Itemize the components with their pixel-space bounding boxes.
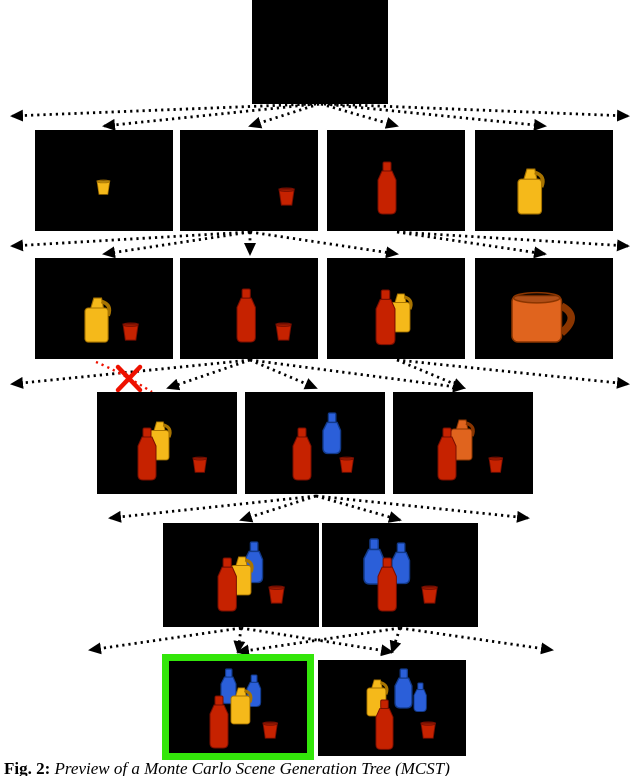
red-cup-icon — [420, 721, 436, 739]
scene-node — [180, 130, 318, 231]
tree-edge — [396, 358, 630, 389]
tree-edge — [315, 494, 530, 523]
red-cup-icon — [192, 456, 208, 473]
tree-edge — [10, 230, 251, 252]
tree-edge — [399, 626, 554, 655]
tree-level-1 — [35, 130, 613, 231]
tree-edge — [102, 102, 317, 131]
pruned-edge — [95, 360, 153, 394]
tree-level-4 — [163, 523, 478, 627]
tree-level-5 — [162, 654, 466, 760]
tree-edge — [166, 358, 251, 391]
tree-level-3 — [97, 392, 533, 494]
pruned-x-icon — [115, 364, 143, 393]
scene-node — [245, 392, 385, 494]
tree-edge — [396, 358, 466, 390]
tree-edge — [102, 230, 251, 259]
figure-caption-label: Fig. 2: — [4, 759, 51, 776]
tree-edge — [236, 626, 401, 657]
tree-edge — [10, 358, 251, 389]
tree-edge — [239, 494, 317, 523]
red-cup-icon — [268, 585, 285, 604]
tree-edge — [249, 230, 399, 259]
tree-edge — [320, 102, 399, 129]
red-cup-icon — [278, 187, 295, 206]
red-cup-icon — [275, 322, 292, 341]
tree-edge — [233, 627, 246, 654]
tree-edge — [389, 627, 402, 654]
root-scene-node — [252, 0, 388, 104]
tree-edge — [315, 494, 402, 523]
tree-edge — [10, 102, 313, 122]
red-cup-icon — [339, 456, 355, 473]
tree-edge — [396, 230, 630, 252]
tree-edge — [240, 626, 394, 657]
red-cup-icon — [122, 322, 139, 341]
red-cup-icon — [262, 721, 278, 739]
tree-edges — [10, 102, 630, 657]
tree-edge — [249, 358, 318, 390]
figure-caption-text: Preview of a Monte Carlo Scene Generatio… — [50, 759, 450, 776]
tree-level-2 — [35, 258, 613, 359]
pruned-branch — [95, 360, 153, 394]
figure-caption: Fig. 2: Preview of a Monte Carlo Scene G… — [0, 759, 640, 776]
red-cup-icon — [421, 585, 438, 604]
tree-edge — [327, 102, 630, 122]
red-cup-icon — [488, 456, 504, 473]
tree-edge — [249, 358, 466, 393]
yellow-cup-icon — [96, 179, 111, 195]
tree-edge — [396, 230, 547, 259]
tree-edge — [88, 626, 242, 655]
